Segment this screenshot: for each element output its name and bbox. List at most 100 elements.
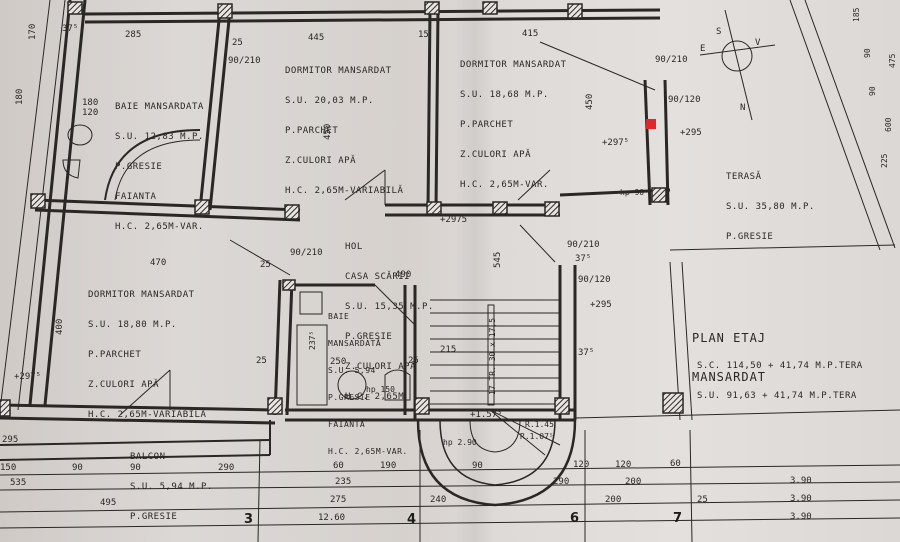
dim-b1-120b: 120 <box>615 460 632 470</box>
axis-label-3: 3 <box>244 512 254 527</box>
dim-b2-290: 290 <box>553 477 570 487</box>
dim-250: 250 <box>330 357 347 367</box>
room-height: H.C. 2,65M-VAR. <box>328 447 408 456</box>
dim-25-top: 25 <box>232 38 243 48</box>
dim-b2-535: 535 <box>10 478 27 488</box>
room-name: TERASĂ <box>726 172 762 182</box>
dim-225: 225 <box>880 153 889 168</box>
stair-steps-label: 17 TR. 30 x 17,5 <box>488 317 497 395</box>
dim-90-r2: 90 <box>868 86 877 96</box>
dim-90-210-a: 90/210 <box>228 56 261 66</box>
dim-285: 285 <box>125 30 142 40</box>
level-2975-hol: +2975 <box>440 215 468 225</box>
stair-hp: hp 2.90 <box>443 438 477 447</box>
room-walls: FAIANTA <box>115 192 157 202</box>
room-label-hol-casa-scarii: HOL CASA SCĂRII S.U. 15,35 M.P. P.GRESIE… <box>345 222 434 412</box>
dim-237: 237⁵ <box>308 330 317 350</box>
room-label-dormitor-1: DORMITOR MANSARDAT S.U. 20,03 M.P. P.PAR… <box>285 46 403 206</box>
room-name: BAIE MANSARDATA <box>115 102 204 112</box>
level-295-terasa: +295 <box>680 128 702 138</box>
room-label-dormitor-2: DORMITOR MANSARDAT S.U. 18,68 M.P. P.PAR… <box>460 40 567 200</box>
room-floor: P.PARCHET <box>88 350 142 360</box>
paper-fold <box>455 0 495 542</box>
red-marker <box>646 119 656 129</box>
room-walls: FAIANTA <box>328 420 366 429</box>
room-height: H.C. 2,65M-VAR. <box>460 180 549 190</box>
stair-radius-1: R.1.45 <box>525 420 554 429</box>
dim-b1-90c: 90 <box>472 461 483 471</box>
room-height: H.C. 2,65M-VARIABILĂ <box>285 186 404 196</box>
level-2975-dorm2: +297⁵ <box>602 138 630 148</box>
compass-e: E <box>700 44 706 54</box>
room-area: S.U. 12,83 M.P. <box>115 132 204 142</box>
plan-title-line-2: MANSARDAT <box>692 370 767 384</box>
dim-hp90: hp 90 <box>620 188 645 197</box>
dim-475: 475 <box>888 53 897 68</box>
dim-15: 15 <box>418 30 429 40</box>
dim-b3-25: 25 <box>697 495 708 505</box>
level-295-stair: +295 <box>590 300 612 310</box>
dim-180-baie: 180 <box>82 98 99 108</box>
room-area: S.U. 35,80 M.P. <box>726 202 815 212</box>
room-height: H.C. 2,65M-VAR. <box>115 222 204 232</box>
room-walls: Z.CULORI APĂ <box>460 150 532 160</box>
room-subname: CASA SCĂRII <box>345 272 411 282</box>
dim-90-210-b: 90/210 <box>655 55 688 65</box>
usable-area-line: S.U. 91,63 + 41,74 M.P.TERA <box>697 391 857 401</box>
dim-470: 470 <box>150 258 167 268</box>
axis-label-4: 4 <box>407 512 417 527</box>
stair-radius-2: R.1.07⁵ <box>520 432 554 441</box>
room-label-baie-mansardata: BAIE MANSARDATA S.U. 12,83 M.P. P.GRESIE… <box>115 82 204 242</box>
dim-445: 445 <box>308 33 325 43</box>
room-name: BALCON <box>130 452 166 462</box>
dim-90-120-a: 90/120 <box>668 95 701 105</box>
dim-400: 400 <box>55 318 65 335</box>
room-area: S.U. 5,94 <box>328 366 376 375</box>
dim-b1-290: 290 <box>218 463 235 473</box>
level-2975-left: +297⁵ <box>14 372 42 382</box>
dim-450-a: 450 <box>323 123 333 140</box>
plan-title: PLAN ETAJ MANSARDAT <box>692 306 766 397</box>
dim-b2-390: 3.90 <box>790 476 812 486</box>
room-floor: P.PARCHET <box>285 126 339 136</box>
dim-b4-1260: 12.60 <box>318 513 346 523</box>
room-walls: Z.CULORI APĂ <box>285 156 357 166</box>
dim-180: 180 <box>15 88 25 105</box>
dim-wc-150: hp 150 <box>366 385 395 394</box>
room-label-dormitor-3: DORMITOR MANSARDAT S.U. 18,80 M.P. P.PAR… <box>88 270 206 430</box>
room-area: S.U. 20,03 M.P. <box>285 96 374 106</box>
dim-90-r1: 90 <box>863 48 872 58</box>
room-area: S.U. 18,68 M.P. <box>460 90 549 100</box>
dim-490: 490 <box>395 270 412 280</box>
room-height: H.C. 2,65M <box>345 392 405 402</box>
room-label-balcon: BALCON S.U. 5,94 M.P. P.GRESIE <box>130 432 213 532</box>
room-name: DORMITOR MANSARDAT <box>88 290 195 300</box>
dim-b1-90a: 90 <box>72 463 83 473</box>
axis-label-7: 7 <box>673 511 683 526</box>
dim-b2-200: 200 <box>625 477 642 487</box>
dim-b3-390: 3.90 <box>790 494 812 504</box>
dim-b3-495: 495 <box>100 498 117 508</box>
plan-title-line-1: PLAN ETAJ <box>692 331 767 345</box>
room-name: DORMITOR MANSARDAT <box>460 60 567 70</box>
room-label-terasa: TERASĂ S.U. 35,80 M.P. P.GRESIE <box>726 152 815 252</box>
dim-b3-200: 200 <box>605 495 622 505</box>
dim-375-a: 37⁵ <box>575 254 592 264</box>
dim-90-120-b: 90/120 <box>578 275 611 285</box>
dim-25-b: 25 <box>256 356 267 366</box>
room-area: S.U. 5,94 M.P. <box>130 482 213 492</box>
dim-b1-60b: 60 <box>670 459 681 469</box>
compass-n: N <box>740 103 746 113</box>
room-name: BAIE <box>328 312 350 321</box>
dim-b1-120a: 120 <box>573 460 590 470</box>
room-label-baie-2: BAIE MANSARDATĂ S.U. 5,94 P.GRESIE FAIAN… <box>328 294 408 465</box>
dim-450-b: 450 <box>585 93 595 110</box>
dim-b1-190: 190 <box>380 461 397 471</box>
dim-b4-390: 3.90 <box>790 512 812 522</box>
room-floor: P.GRESIE <box>130 512 178 522</box>
dim-545: 545 <box>493 251 503 268</box>
room-walls: Z.CULORI APĂ <box>88 380 160 390</box>
dim-b3-275: 275 <box>330 495 347 505</box>
